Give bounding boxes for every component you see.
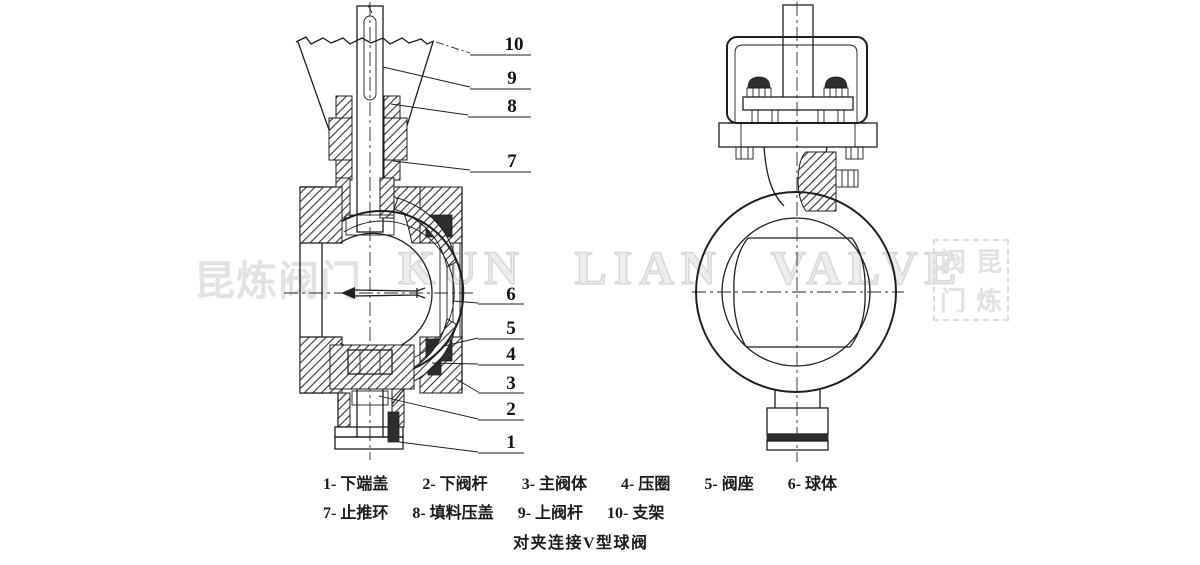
legend-item-5: 5- 阀座	[704, 476, 754, 493]
figure-title: 对夹连接V型球阀	[513, 535, 649, 552]
thrust-ring	[335, 177, 395, 236]
side-ball	[733, 237, 866, 348]
seal-char-4: 炼	[975, 287, 1002, 316]
side-body-outer	[695, 191, 897, 393]
legend-item-10: 10- 支架	[607, 505, 665, 522]
legend-item-9: 9- 上阀杆	[517, 505, 584, 522]
callout-number-7: 7	[507, 151, 517, 172]
side-mounting-plate	[718, 122, 878, 160]
seal-char-2: 昆	[975, 248, 1002, 277]
legend-item-7: 7- 止推环	[323, 505, 389, 522]
side-stem-top	[782, 4, 814, 38]
side-gland-boss	[797, 151, 837, 212]
side-neck	[763, 146, 859, 212]
end-cover	[334, 411, 404, 450]
callout-number-10: 10	[505, 34, 524, 55]
callout-number-5: 5	[506, 318, 516, 339]
lower-bonnet	[329, 344, 415, 390]
legend-row-1: 1- 下端盖 2- 下阀杆 3- 主阀体 4- 压圈 5- 阀座 6- 球体	[323, 470, 837, 494]
upper-stem	[356, 4, 384, 233]
callout-number-9: 9	[507, 68, 517, 89]
side-view-centerlines	[692, 2, 904, 462]
legend-item-4: 4- 压圈	[621, 476, 671, 493]
seal-char-3: 门	[939, 287, 966, 316]
legend-row-2: 7- 止推环 8- 填料压盖 9- 上阀杆 10- 支架	[323, 499, 664, 523]
packing-gland	[328, 95, 408, 181]
side-view	[692, 2, 904, 462]
legend-item-8: 8- 填料压盖	[412, 505, 494, 522]
seal-char-1: 阀	[939, 248, 966, 277]
side-bottom-trunnion	[766, 390, 829, 451]
legend-item-6: 6- 球体	[787, 476, 838, 493]
callout-number-6: 6	[506, 284, 516, 305]
flow-arrow	[341, 287, 426, 299]
callout-number-3: 3	[506, 373, 516, 394]
callout-number-2: 2	[506, 399, 516, 420]
lower-stem	[337, 388, 405, 437]
watermark-chinese: 昆炼阀门	[194, 258, 362, 304]
side-body-bore	[721, 217, 871, 367]
callouts: 10 9 8 7 6 5 4 3 2 1	[378, 34, 531, 454]
side-gland-bolts	[742, 76, 854, 123]
watermark-seal: 阀 昆 门 炼	[933, 239, 1009, 321]
callout-number-1: 1	[506, 432, 516, 453]
legend-item-2: 2- 下阀杆	[422, 476, 488, 493]
callout-number-4: 4	[506, 344, 516, 365]
callout-number-8: 8	[507, 96, 517, 117]
legend-item-3: 3- 主阀体	[521, 476, 588, 493]
legend-item-1: 1- 下端盖	[323, 476, 389, 493]
section-view: 10 9 8 7 6 5 4 3 2 1	[284, 2, 531, 460]
valve-technical-drawing: 10 9 8 7 6 5 4 3 2 1	[284, 2, 904, 462]
bracket	[295, 36, 435, 162]
